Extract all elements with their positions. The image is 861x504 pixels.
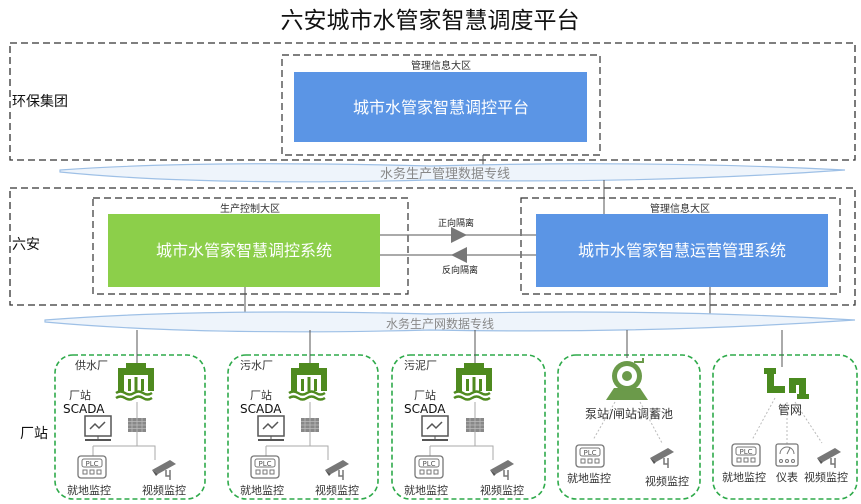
plant-name: 污泥厂: [404, 359, 437, 372]
management-data-line-label: 水务生产管理数据专线: [380, 166, 510, 182]
plant-station-water-supply: 供水厂 厂站 SCADA PLC 就地监控 视频监控: [54, 330, 206, 500]
camera-icon: [151, 459, 177, 481]
meter-label: 仪表: [776, 470, 798, 484]
camera-icon: [489, 459, 515, 481]
video-monitoring-label: 视频监控: [315, 483, 359, 497]
forward-isolation-label: 正向隔离: [438, 217, 474, 229]
platform-box: [294, 72, 587, 142]
group-tier-box: [9, 42, 856, 161]
platform-label: 城市水管家智慧调控平台: [353, 98, 529, 117]
local-monitoring-label: 就地监控: [404, 483, 448, 497]
plant-name: 污水厂: [240, 359, 273, 372]
scada-label-1: 厂站: [69, 388, 91, 402]
scada-label-2: SCADA: [240, 402, 282, 416]
production-data-line-label: 水务生产网数据专线: [386, 316, 494, 331]
camera-icon: [649, 447, 675, 469]
operation-system-label: 城市水管家智慧运营管理系统: [578, 241, 786, 260]
control-system-label: 城市水管家智慧调控系统: [156, 241, 332, 260]
city-tier-label: 六安: [12, 237, 40, 253]
page-title: 六安城市水管家智慧调度平台: [281, 8, 580, 34]
network-switch-icon: [300, 417, 320, 433]
plc-label: PLC: [258, 460, 271, 468]
video-monitoring-label: 视频监控: [480, 483, 524, 497]
local-monitoring-label: 就地监控: [67, 483, 111, 497]
forward-arrow-icon: [451, 227, 467, 243]
control-system-box: [108, 214, 380, 287]
group-zone-box: [281, 54, 601, 156]
pipe-network-station: 管网 PLC 就地监控 仪表 视频监控: [712, 330, 858, 500]
production-data-line-band: [44, 311, 856, 333]
camera-icon: [324, 459, 350, 481]
scada-label-1: 厂站: [414, 388, 436, 402]
plc-label: PLC: [85, 460, 98, 468]
scada-label-1: 厂站: [250, 388, 272, 402]
plc-label: PLC: [422, 460, 435, 468]
video-monitoring-label: 视频监控: [804, 470, 848, 484]
info-zone-box: [520, 197, 841, 295]
operation-system-box: [536, 214, 828, 287]
plc-label: PLC: [739, 448, 752, 456]
video-monitoring-label: 视频监控: [142, 483, 186, 497]
local-monitoring-label: 就地监控: [240, 483, 284, 497]
info-zone-label: 管理信息大区: [650, 202, 710, 215]
plc-label: PLC: [583, 449, 596, 457]
city-tier-box: [9, 187, 856, 306]
pipe-network-name: 管网: [778, 402, 802, 417]
control-zone-box: [92, 197, 409, 295]
plant-icon: [114, 361, 156, 401]
plant-name: 供水厂: [75, 358, 108, 372]
reverse-isolation-label: 反向隔离: [442, 264, 478, 276]
control-zone-label: 生产控制大区: [220, 202, 280, 215]
scada-label-2: SCADA: [404, 402, 446, 416]
scada-label-2: SCADA: [63, 402, 105, 416]
meter-icon: [775, 443, 799, 467]
network-switch-icon: [127, 417, 147, 433]
pipe-icon: [764, 368, 809, 399]
camera-icon: [816, 447, 842, 469]
pump-station: 泵站/闸站调蓄池 PLC 就地监控 视频监控: [557, 330, 701, 500]
local-monitoring-label: 就地监控: [567, 471, 611, 485]
video-monitoring-label: 视频监控: [645, 474, 689, 488]
stations-tier-label: 厂站: [20, 426, 48, 442]
local-monitoring-label: 就地监控: [722, 470, 766, 484]
plant-station-sewage: 污水厂 厂站 SCADA PLC 就地监控 视频监控: [227, 330, 379, 500]
scada-monitor-icon: [421, 415, 449, 441]
management-data-line-band: [59, 163, 846, 183]
group-zone-label: 管理信息大区: [411, 59, 471, 72]
group-tier-label: 环保集团: [12, 93, 68, 110]
plant-icon: [287, 361, 329, 401]
scada-monitor-icon: [257, 415, 285, 441]
plant-icon: [452, 361, 494, 401]
pump-icon: [606, 358, 648, 400]
plant-station-sludge: 污泥厂 厂站 SCADA PLC 就地监控 视频监控: [391, 330, 546, 500]
scada-monitor-icon: [84, 415, 112, 441]
pump-station-name: 泵站/闸站调蓄池: [585, 407, 673, 421]
reverse-arrow-icon: [451, 247, 467, 263]
network-switch-icon: [465, 417, 485, 433]
